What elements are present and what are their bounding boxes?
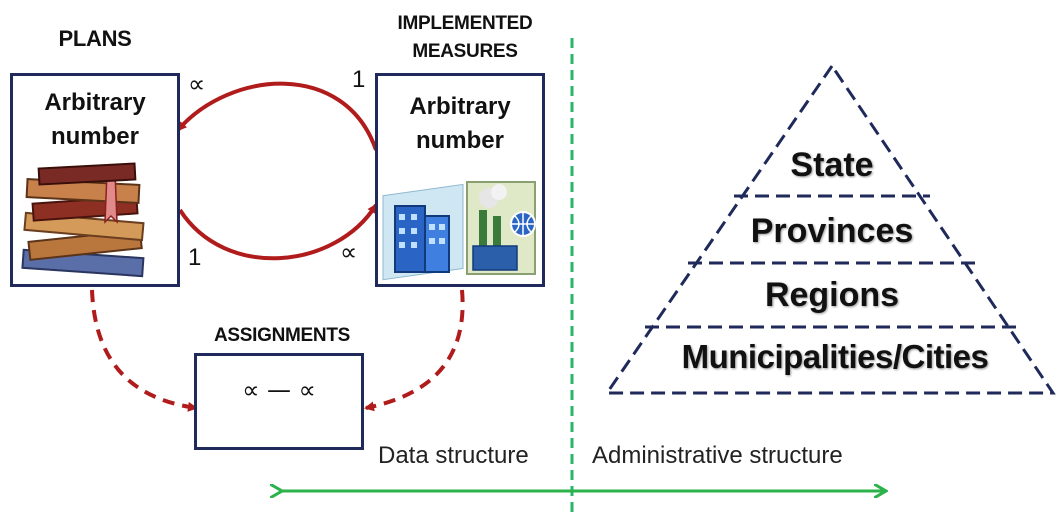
cardinality-measures-bottom: ∝: [340, 238, 358, 266]
cardinality-plans-top: ∝: [188, 70, 206, 98]
measures-box-line1: Arbitrary: [409, 93, 511, 120]
plans-to-measures-arrow: [178, 203, 378, 261]
measures-to-assignments-arrow: [364, 289, 465, 412]
books-icon: [21, 162, 145, 278]
buildings-icon: [382, 181, 536, 281]
pyramid-outline: [604, 63, 1056, 395]
assignments-box: ∝ — ∝: [194, 353, 364, 450]
implemented-header: IMPLEMENTED MEASURES: [370, 10, 560, 66]
measures-box: Arbitrary number: [375, 73, 545, 287]
measures-to-plans-arrow: [176, 81, 378, 151]
pyramid-tier-regions: Regions: [764, 276, 900, 314]
pyramid-tier-municipalities: Municipalities/Cities: [681, 338, 989, 375]
assignments-header: ASSIGNMENTS: [213, 325, 351, 346]
plans-to-assignments-arrow: [90, 289, 198, 412]
measures-box-line2: number: [415, 127, 504, 154]
cardinality-measures-top: 1: [352, 66, 366, 93]
plans-box-line2: number: [50, 123, 139, 150]
plans-header: PLANS: [58, 26, 132, 51]
pyramid-tier-provinces: Provinces: [750, 212, 914, 250]
caption-data-structure: Data structure: [378, 442, 529, 469]
assignments-relation: ∝ — ∝: [242, 376, 316, 404]
implemented-header-line2: MEASURES: [412, 41, 518, 62]
pyramid-tier-state: State: [790, 146, 874, 184]
cardinality-plans-bottom: 1: [188, 244, 202, 271]
implemented-header-line1: IMPLEMENTED: [397, 13, 533, 34]
plans-box: Arbitrary number: [10, 73, 180, 287]
plans-box-line1: Arbitrary: [44, 89, 146, 116]
caption-administrative-structure: Administrative structure: [592, 442, 843, 469]
